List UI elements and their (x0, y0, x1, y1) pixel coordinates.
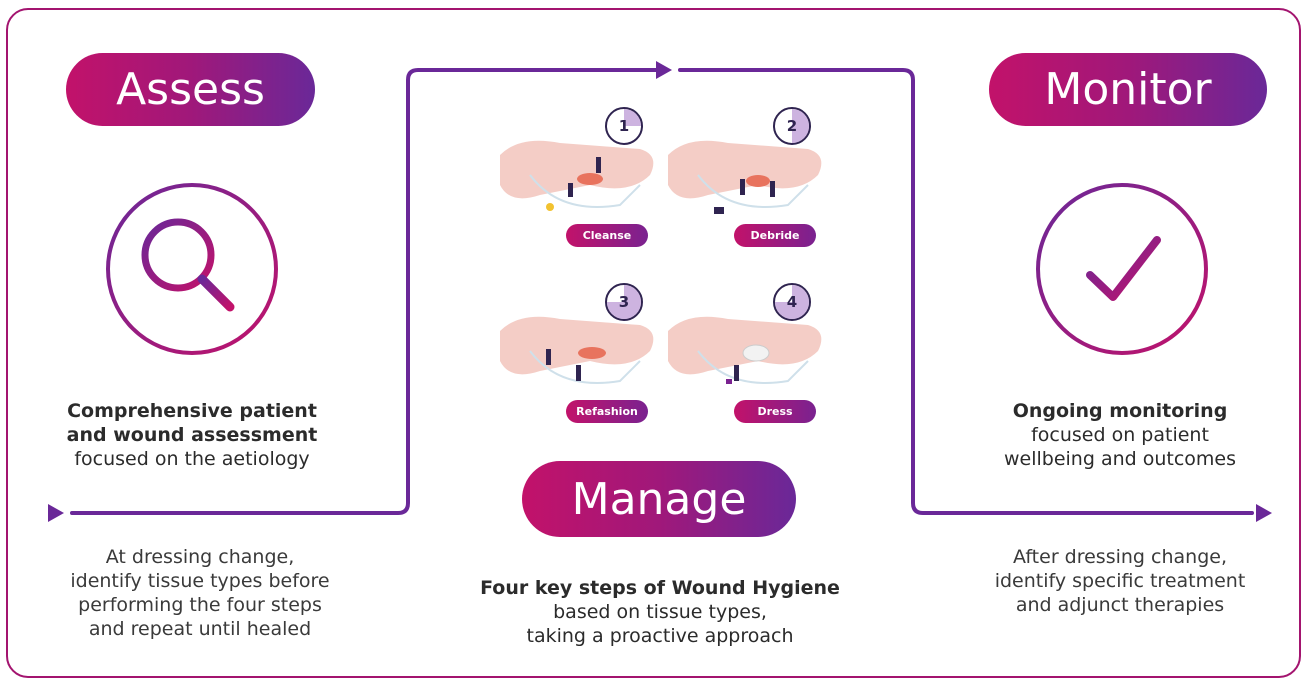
monitor-sub-2: identify specific treatment (994, 570, 1246, 592)
assess-pill: Assess (66, 53, 315, 126)
assess-caption-bold-2: and wound assessment (66, 424, 318, 446)
step-cleanse: 1 Cleanse (500, 107, 660, 257)
step-number-badge: 4 (773, 283, 811, 321)
monitor-sub-1: After dressing change, (1013, 546, 1227, 568)
step-label: Cleanse (566, 224, 648, 247)
flow-arrow-end (1256, 504, 1272, 522)
flow-arrow-start (48, 504, 64, 522)
step-number-badge: 2 (773, 107, 811, 145)
arm-illustration-icon (500, 316, 654, 384)
step-label: Dress (734, 400, 816, 423)
assess-sub-1: At dressing change, (105, 546, 295, 568)
monitor-caption-2: wellbeing and outcomes (1003, 448, 1237, 470)
manage-caption: Four key steps of Wound Hygiene based on… (440, 576, 880, 648)
monitor-sub-3: and adjunct therapies (1015, 594, 1225, 616)
magnifier-icon (106, 183, 278, 355)
monitor-subtext: After dressing change, identify specific… (950, 545, 1290, 617)
assess-subtext: At dressing change, identify tissue type… (30, 545, 370, 641)
monitor-pill: Monitor (989, 53, 1267, 126)
monitor-caption-1: focused on patient (1031, 424, 1209, 446)
step-dress: 4 Dress (668, 283, 828, 433)
manage-pill: Manage (522, 461, 796, 537)
monitor-caption: Ongoing monitoring focused on patient we… (960, 399, 1280, 471)
assess-sub-4: and repeat until healed (88, 618, 312, 640)
assess-caption: Comprehensive patient and wound assessme… (38, 399, 346, 471)
step-refashion: 3 Refashion (500, 283, 660, 433)
manage-caption-bold: Four key steps of Wound Hygiene (480, 577, 840, 599)
arm-illustration-icon (500, 140, 654, 211)
arm-illustration-icon (668, 140, 822, 214)
assess-sub-2: identify tissue types before (70, 570, 330, 592)
assess-sub-3: performing the four steps (78, 594, 322, 616)
assess-caption-rest: focused on the aetiology (74, 448, 310, 470)
step-debride: 2 Debride (668, 107, 828, 257)
flow-arrow-top (656, 61, 672, 79)
step-label: Refashion (566, 400, 648, 423)
manage-caption-2: taking a proactive approach (526, 625, 794, 647)
arm-illustration-icon (668, 316, 822, 384)
step-number-badge: 1 (605, 107, 643, 145)
step-label: Debride (734, 224, 816, 247)
manage-caption-1: based on tissue types, (553, 601, 767, 623)
monitor-caption-bold: Ongoing monitoring (1012, 400, 1228, 422)
assess-caption-bold-1: Comprehensive patient (67, 400, 317, 422)
checkmark-icon (1036, 183, 1208, 355)
outer-frame (6, 8, 1301, 678)
step-number-badge: 3 (605, 283, 643, 321)
